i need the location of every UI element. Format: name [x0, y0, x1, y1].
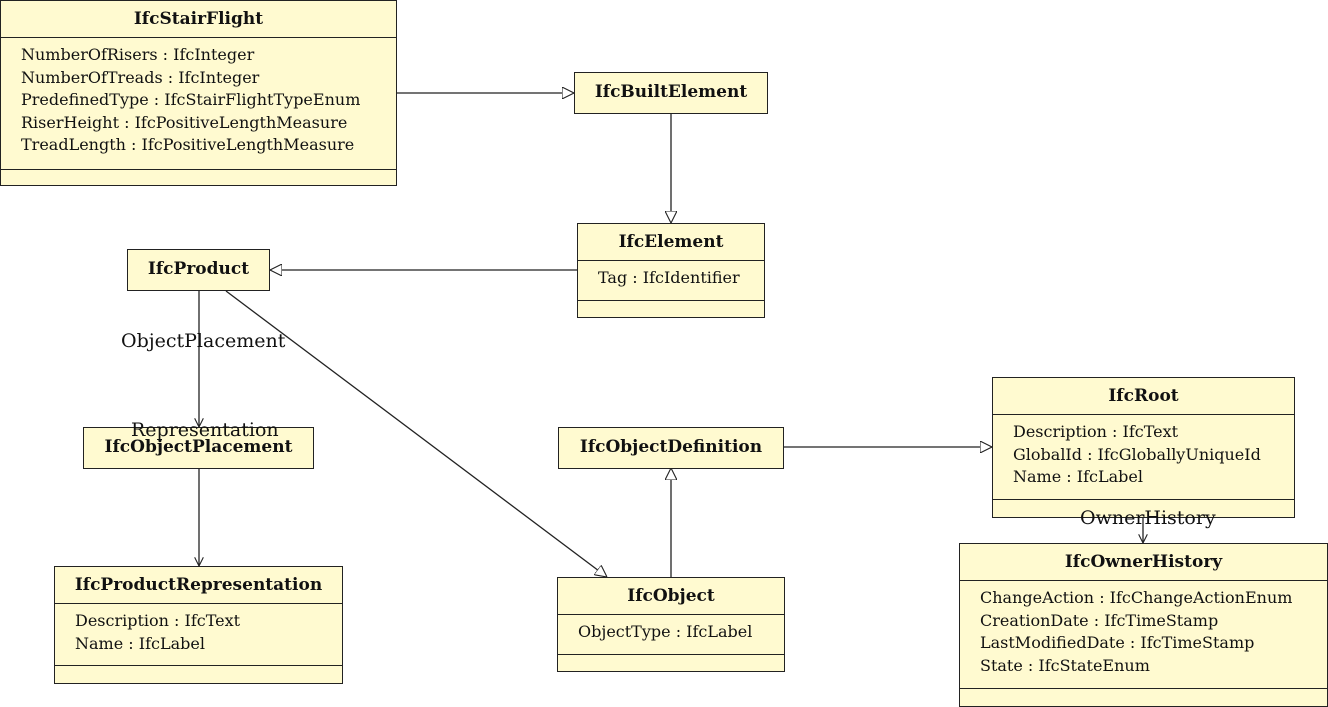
generalization-product-object: [225, 290, 607, 577]
operations-compartment: [558, 654, 784, 671]
class-name: IfcObjectPlacement: [104, 437, 293, 457]
class-name: IfcObject: [627, 586, 715, 606]
association-label-representation: Representation: [131, 419, 279, 441]
association-label-objectplacement: ObjectPlacement: [121, 330, 286, 352]
class-ifcelement[interactable]: IfcElement Tag : IfcIdentifier: [577, 223, 765, 318]
attribute: CreationDate : IfcTimeStamp: [980, 610, 1219, 630]
class-ifcobjectplacement[interactable]: IfcObjectPlacement: [83, 427, 314, 469]
class-name: IfcStairFlight: [133, 9, 264, 29]
class-ifcproduct[interactable]: IfcProduct: [127, 249, 270, 291]
attribute-list: Description : IfcText GlobalId : IfcGlob…: [993, 414, 1294, 499]
attribute: Tag : IfcIdentifier: [598, 268, 740, 287]
operations-compartment: [993, 499, 1294, 517]
class-name: IfcProductRepresentation: [74, 575, 323, 595]
class-ifcroot[interactable]: IfcRoot Description : IfcText GlobalId :…: [992, 377, 1295, 518]
attribute-list: ObjectType : IfcLabel: [558, 614, 784, 654]
attribute: PredefinedType : IfcStairFlightTypeEnum: [21, 90, 361, 110]
attribute-list: ChangeAction : IfcChangeActionEnum Creat…: [960, 580, 1327, 688]
operations-compartment: [55, 665, 342, 683]
attribute: LastModifiedDate : IfcTimeStamp: [980, 633, 1255, 653]
class-ifcproductrepresentation[interactable]: IfcProductRepresentation Description : I…: [54, 566, 343, 684]
class-ifcownerhistory[interactable]: IfcOwnerHistory ChangeAction : IfcChange…: [959, 543, 1328, 707]
attribute: Description : IfcText: [75, 611, 241, 630]
attribute-list: Description : IfcText Name : IfcLabel: [55, 603, 342, 665]
attribute-list: NumberOfRisers : IfcInteger NumberOfTrea…: [1, 37, 396, 169]
class-ifcobjectdefinition[interactable]: IfcObjectDefinition: [558, 427, 784, 469]
attribute: RiserHeight : IfcPositiveLengthMeasure: [21, 112, 348, 132]
attribute: ChangeAction : IfcChangeActionEnum: [980, 588, 1293, 607]
operations-compartment: [578, 300, 764, 317]
class-ifcbuiltelement[interactable]: IfcBuiltElement: [574, 72, 768, 114]
attribute: Name : IfcLabel: [75, 633, 205, 653]
attribute: State : IfcStateEnum: [980, 655, 1150, 675]
class-name: IfcOwnerHistory: [1064, 552, 1223, 572]
attribute: TreadLength : IfcPositiveLengthMeasure: [21, 135, 355, 155]
class-ifcstairflight[interactable]: IfcStairFlight NumberOfRisers : IfcInteg…: [0, 0, 397, 186]
attribute: GlobalId : IfcGloballyUniqueId: [1013, 444, 1261, 464]
attribute: NumberOfTreads : IfcInteger: [21, 67, 260, 87]
class-name: IfcBuiltElement: [594, 82, 748, 102]
class-ifcobject[interactable]: IfcObject ObjectType : IfcLabel: [557, 577, 785, 672]
attribute: NumberOfRisers : IfcInteger: [21, 45, 255, 64]
operations-compartment: [1, 169, 396, 185]
attribute: Description : IfcText: [1013, 422, 1179, 441]
attribute: Name : IfcLabel: [1013, 467, 1143, 487]
class-name: IfcProduct: [147, 259, 250, 279]
association-label-ownerhistory: OwnerHistory: [1080, 507, 1216, 529]
class-name: IfcElement: [618, 232, 724, 252]
attribute: ObjectType : IfcLabel: [578, 622, 753, 641]
class-name: IfcObjectDefinition: [579, 437, 763, 457]
attribute-list: Tag : IfcIdentifier: [578, 260, 764, 300]
class-name: IfcRoot: [1108, 386, 1179, 406]
operations-compartment: [960, 688, 1327, 706]
